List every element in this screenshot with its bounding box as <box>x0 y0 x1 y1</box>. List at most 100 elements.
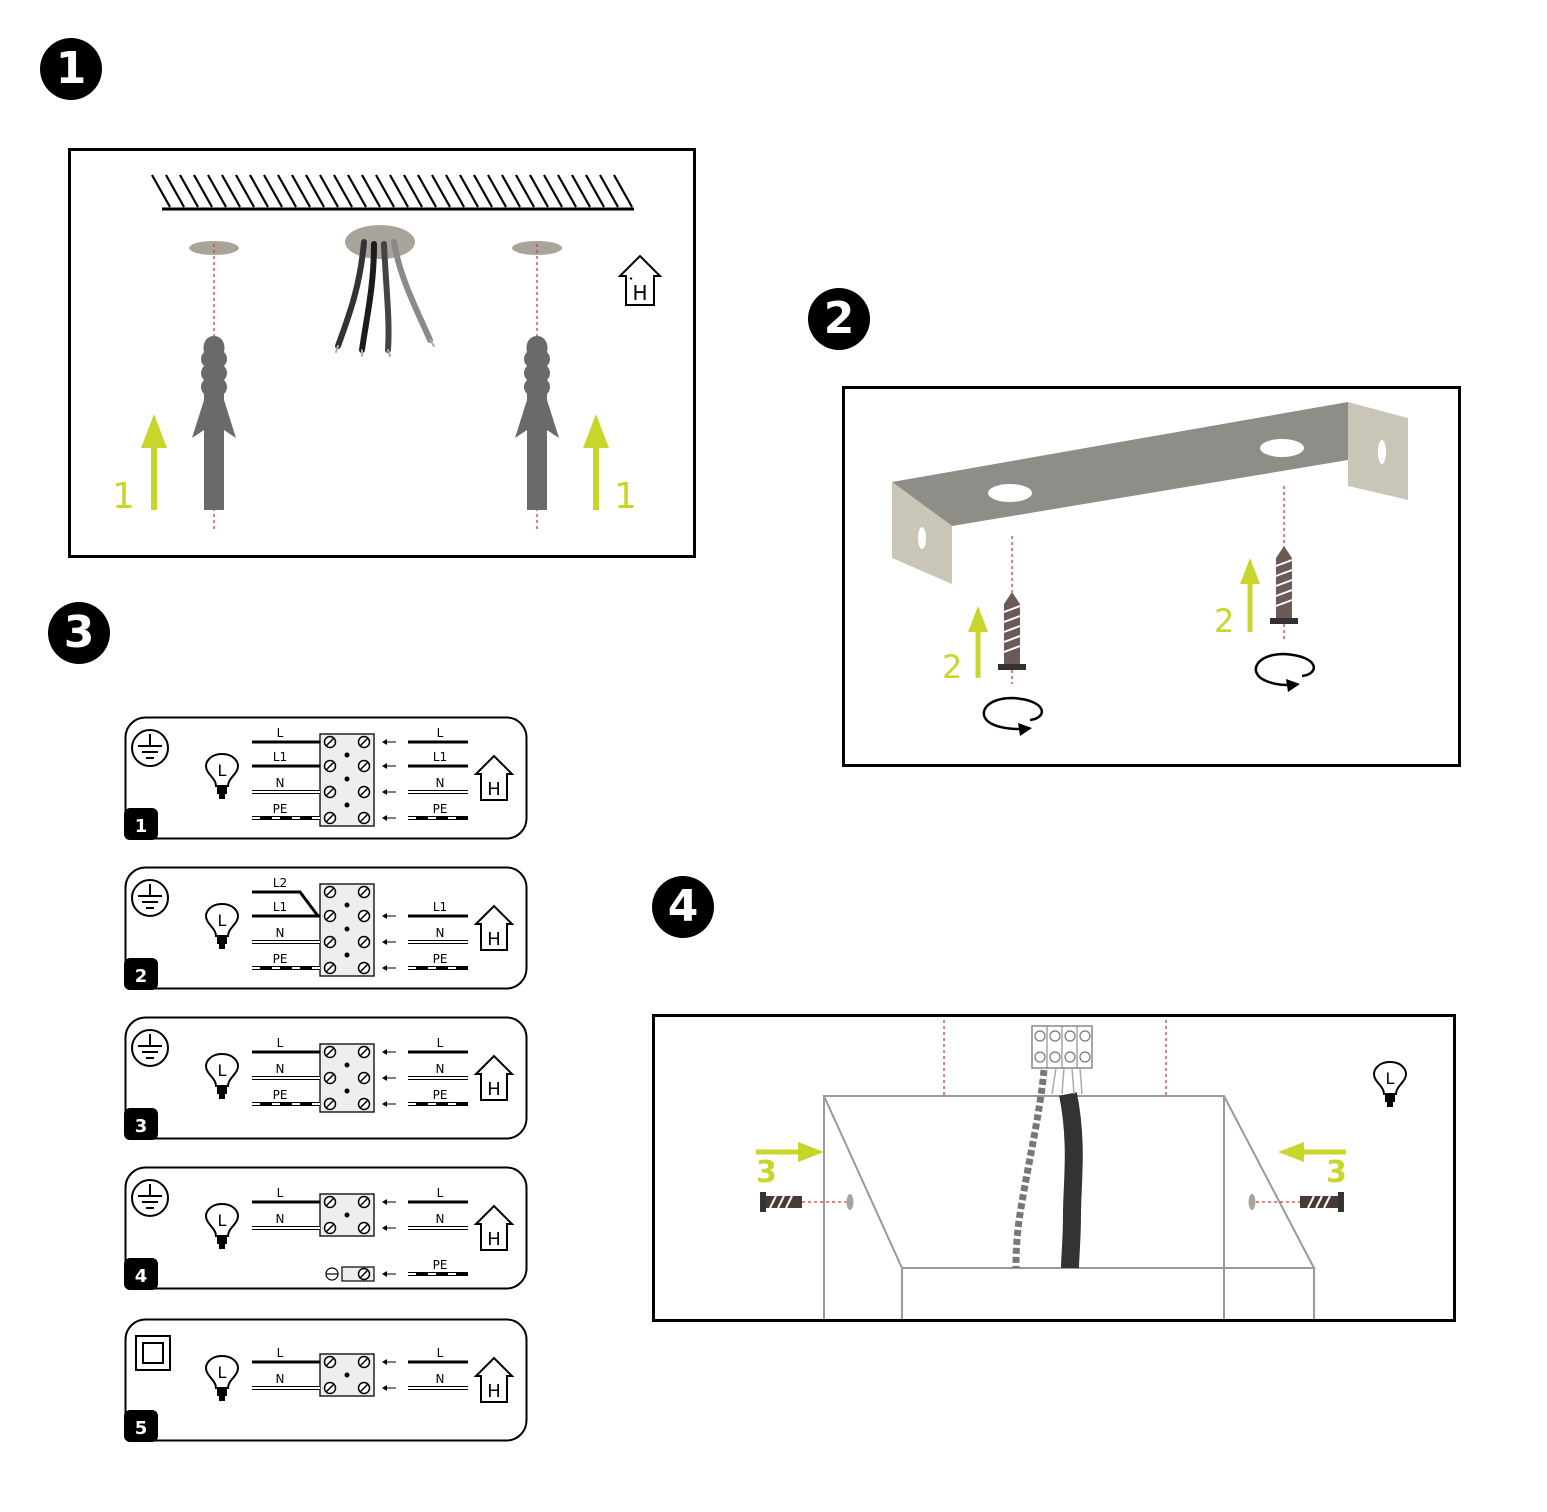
wire-left: PE <box>252 1088 320 1106</box>
terminal-block-icon <box>319 1043 375 1113</box>
wall-plug-icon <box>515 336 559 510</box>
step-2-panel: 2 2 <box>842 386 1461 767</box>
wire-left: N <box>252 776 320 794</box>
step-3-badge: 3 <box>48 602 110 664</box>
wire-label: N <box>276 926 285 940</box>
wire-right: L1 <box>382 900 468 919</box>
earth-symbol-icon <box>131 729 169 767</box>
wire-label: L2 <box>273 876 287 890</box>
wire-right: L <box>382 1036 468 1055</box>
diagram-number-badge: 1 <box>124 808 158 840</box>
diagram-number-badge: 5 <box>124 1410 158 1442</box>
step-4-panel: 3 3 L <box>652 1014 1456 1322</box>
wire-right: N <box>382 1212 468 1231</box>
wire-right: L <box>382 726 468 745</box>
drill-hole-left <box>189 241 239 255</box>
wire-left: N <box>252 1212 320 1230</box>
wire-right: PE <box>382 1088 468 1107</box>
terminal-block-icon <box>319 1353 375 1397</box>
lamp-housing <box>822 1095 1316 1319</box>
wire-left: L <box>252 1186 320 1204</box>
lamp-icon: L <box>204 902 240 949</box>
house-icon: H <box>473 904 515 951</box>
wire-label: N <box>276 1062 285 1076</box>
insert-arrow-right <box>583 414 609 510</box>
wire-label: PE <box>273 802 288 816</box>
step-1-badge: 1 <box>40 38 102 100</box>
svg-text:5: 5 <box>135 1418 148 1439</box>
wire-right: PE <box>382 952 468 971</box>
wire-label: L <box>437 726 444 740</box>
mounting-bracket <box>892 402 1408 584</box>
insert-arrow-left <box>141 414 167 510</box>
drill-hole-right <box>512 241 562 255</box>
wire-label: PE <box>433 952 448 966</box>
wire-left: L2 <box>252 876 320 917</box>
wire-label: N <box>436 1062 445 1076</box>
wire-left: PE <box>252 802 320 820</box>
wire-right: PE <box>382 1258 468 1277</box>
wire-label: L1 <box>433 750 447 764</box>
wire-right: PE <box>382 802 468 821</box>
arrow-label-left: 1 <box>112 476 135 517</box>
terminal-block-icon <box>319 883 375 977</box>
arrow-label-right: 1 <box>614 476 637 517</box>
wire-right: N <box>382 1372 468 1391</box>
insert-arrow-left <box>756 1142 824 1162</box>
wire-label: PE <box>433 1258 448 1272</box>
wire-label: L <box>277 1036 284 1050</box>
wall-plug-icon <box>192 336 236 510</box>
diagram-number-badge: 4 <box>124 1258 158 1290</box>
wire-label: PE <box>433 802 448 816</box>
diagram-number-badge: 2 <box>124 958 158 990</box>
wire-right: L <box>382 1186 468 1205</box>
wire-left: L1 <box>252 750 320 768</box>
wire-left: N <box>252 1062 320 1080</box>
step-1-panel: 1 1 H <box>68 148 696 558</box>
wire-label: N <box>276 1372 285 1386</box>
house-letter: H <box>487 1229 501 1250</box>
wire-right: L1 <box>382 750 468 769</box>
wire-label: N <box>436 1212 445 1226</box>
cable-black <box>1059 1092 1083 1269</box>
supply-wires <box>335 239 435 357</box>
house-icon: H <box>473 754 515 801</box>
wire-label: PE <box>273 1088 288 1102</box>
house-letter: H <box>487 1079 501 1100</box>
earth-symbol-icon <box>131 1029 169 1067</box>
lamp-icon: L <box>1372 1060 1408 1107</box>
house-icon: H <box>473 1356 515 1403</box>
lamp-letter: L <box>218 1211 227 1230</box>
wire-label: L1 <box>273 750 287 764</box>
lamp-letter: L <box>218 911 227 930</box>
screw-icon <box>760 1192 854 1212</box>
wire-right: N <box>382 926 468 945</box>
insert-arrow-left <box>968 606 988 678</box>
wire-right: N <box>382 776 468 795</box>
lamp-icon: L <box>204 1202 240 1249</box>
screw-icon <box>1248 1192 1344 1212</box>
wire-label: N <box>276 1212 285 1226</box>
terminal-block-icon <box>319 733 375 827</box>
screw-icon <box>1270 546 1298 640</box>
screw-icon <box>998 592 1026 684</box>
step-4-badge: 4 <box>652 876 714 938</box>
house-letter: H <box>487 929 501 950</box>
wire-label: L <box>277 1346 284 1360</box>
lamp-letter: L <box>218 1061 227 1080</box>
house-icon: H <box>473 1054 515 1101</box>
wire-label: PE <box>433 1088 448 1102</box>
rotate-arrow-icon <box>1254 652 1315 692</box>
house-icon <box>617 254 663 306</box>
ceiling-outlet <box>345 225 415 259</box>
wire-left: PE <box>252 952 320 970</box>
house-icon: H <box>473 1204 515 1251</box>
wire-left: N <box>252 926 320 944</box>
wire-label: L1 <box>433 900 447 914</box>
wire-label: L <box>437 1186 444 1200</box>
wire-left: N <box>252 1372 320 1390</box>
wire-label: L <box>277 726 284 740</box>
